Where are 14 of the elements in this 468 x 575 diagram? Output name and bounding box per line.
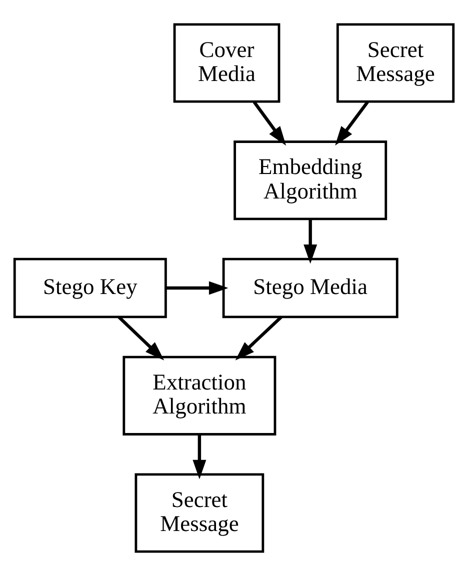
arrow bbox=[335, 100, 369, 146]
arrow bbox=[304, 218, 318, 264]
node-box: Secret Message bbox=[336, 22, 455, 102]
node-box: Extraction Algorithm bbox=[122, 355, 276, 435]
arrow bbox=[192, 434, 206, 479]
node-box: Stego Media bbox=[222, 257, 398, 318]
node-box: Stego Key bbox=[13, 257, 167, 318]
arrow bbox=[235, 315, 282, 360]
arrow bbox=[252, 100, 286, 146]
arrow bbox=[166, 280, 228, 294]
node-box: Embedding Algorithm bbox=[234, 140, 388, 220]
arrow bbox=[118, 315, 164, 360]
node-box: Cover Media bbox=[173, 22, 280, 102]
node-box: Secret Message bbox=[134, 472, 264, 552]
